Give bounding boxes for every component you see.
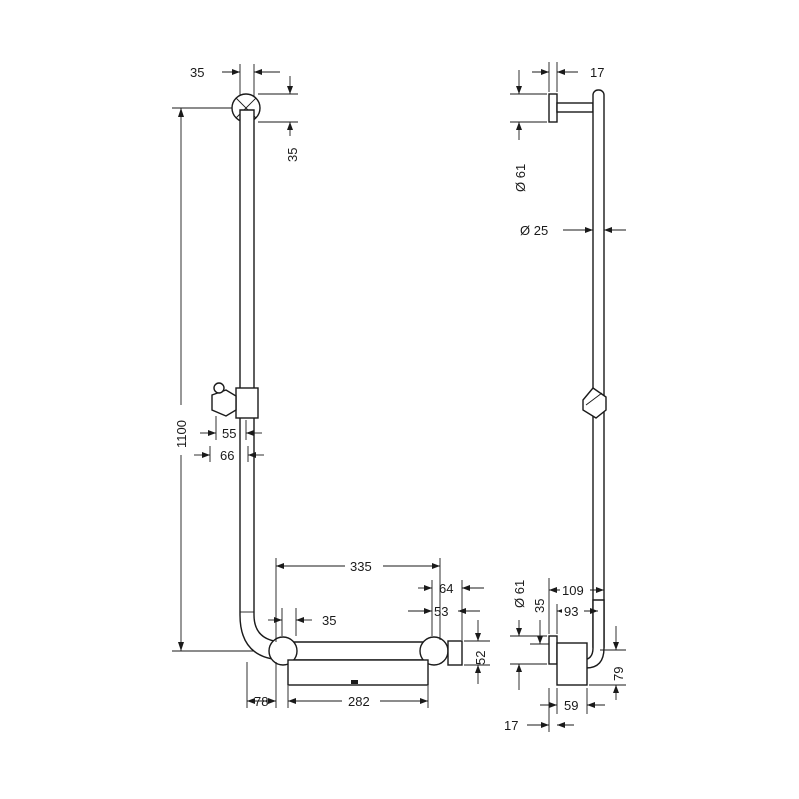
dim-1100: 1100	[174, 420, 189, 448]
dim-335: 335	[350, 559, 372, 574]
dim-55: 55	[222, 426, 236, 441]
dim-66: 66	[220, 448, 234, 463]
dim-78: 78	[254, 694, 268, 709]
dim-282: 282	[348, 694, 370, 709]
side-dim-79: 79	[611, 667, 626, 681]
end-cap	[447, 640, 463, 666]
dim-53: 53	[434, 604, 448, 619]
side-dim-25: Ø 25	[520, 223, 548, 238]
side-bottom-shelf	[556, 642, 588, 686]
dim-64: 64	[439, 581, 453, 596]
bottom-left-wall-flange	[268, 636, 298, 666]
dim-35-mid: 35	[322, 613, 336, 628]
side-top-arm	[556, 102, 594, 113]
side-holder-slider	[582, 387, 607, 419]
side-rail	[592, 89, 605, 653]
dim-35-top-vertical: 35	[285, 148, 300, 162]
side-top-wall-plate	[548, 93, 558, 123]
side-dim-59: 59	[564, 698, 578, 713]
shower-holder-slider	[235, 387, 259, 419]
side-dim-35-bottom: 35	[532, 599, 547, 613]
shower-holder-bracket	[211, 389, 237, 417]
dim-52: 52	[473, 651, 488, 665]
side-dim-17-top: 17	[590, 65, 604, 80]
side-bottom-wall-plate	[548, 635, 558, 665]
side-view: 17 Ø 61 Ø 25 109 93	[504, 62, 626, 733]
side-dim-109: 109	[562, 583, 584, 598]
dim-35-top: 35	[190, 65, 204, 80]
side-dim-61-top: Ø 61	[513, 164, 528, 192]
side-dim-17-bottom: 17	[504, 718, 518, 733]
side-dim-93: 93	[564, 604, 578, 619]
front-view: 35 35 1100 55 66	[172, 64, 490, 709]
l-shaped-rail	[239, 109, 441, 661]
side-dim-61-bottom: Ø 61	[512, 580, 527, 608]
